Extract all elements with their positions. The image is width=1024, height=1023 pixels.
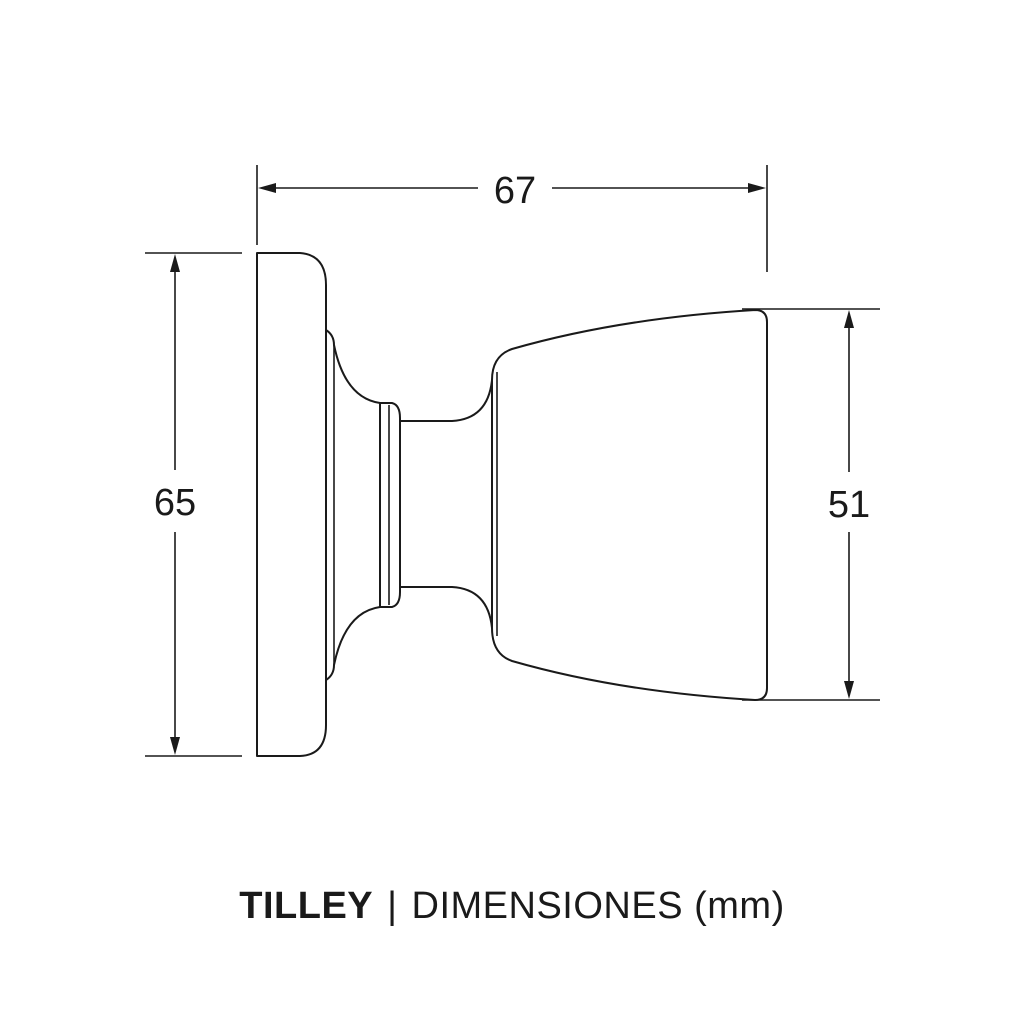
rose-arrow-bottom <box>170 737 180 755</box>
rose-plate <box>256 252 327 757</box>
rose-height-dimension: 65 <box>145 252 242 757</box>
length-dimension: 67 <box>256 165 768 272</box>
rose-arrow-top <box>170 254 180 272</box>
length-label: 67 <box>494 170 536 212</box>
knob-height-label: 51 <box>828 484 870 526</box>
length-arrow-left <box>258 183 276 193</box>
caption-description: DIMENSIONES (mm) <box>411 885 785 927</box>
knob-height-dimension: 51 <box>742 308 880 701</box>
knob-neck <box>399 379 493 629</box>
rose-height-label: 65 <box>154 482 196 524</box>
knob-body <box>491 309 768 701</box>
caption-separator: | <box>387 885 398 927</box>
length-arrow-right <box>748 183 766 193</box>
drawing-caption: TILLEY | DIMENSIONES (mm) <box>0 885 1024 928</box>
knob-arrow-bottom <box>844 681 854 699</box>
product-name: TILLEY <box>239 885 374 927</box>
knob-arrow-top <box>844 310 854 328</box>
rose-flare <box>325 329 401 681</box>
